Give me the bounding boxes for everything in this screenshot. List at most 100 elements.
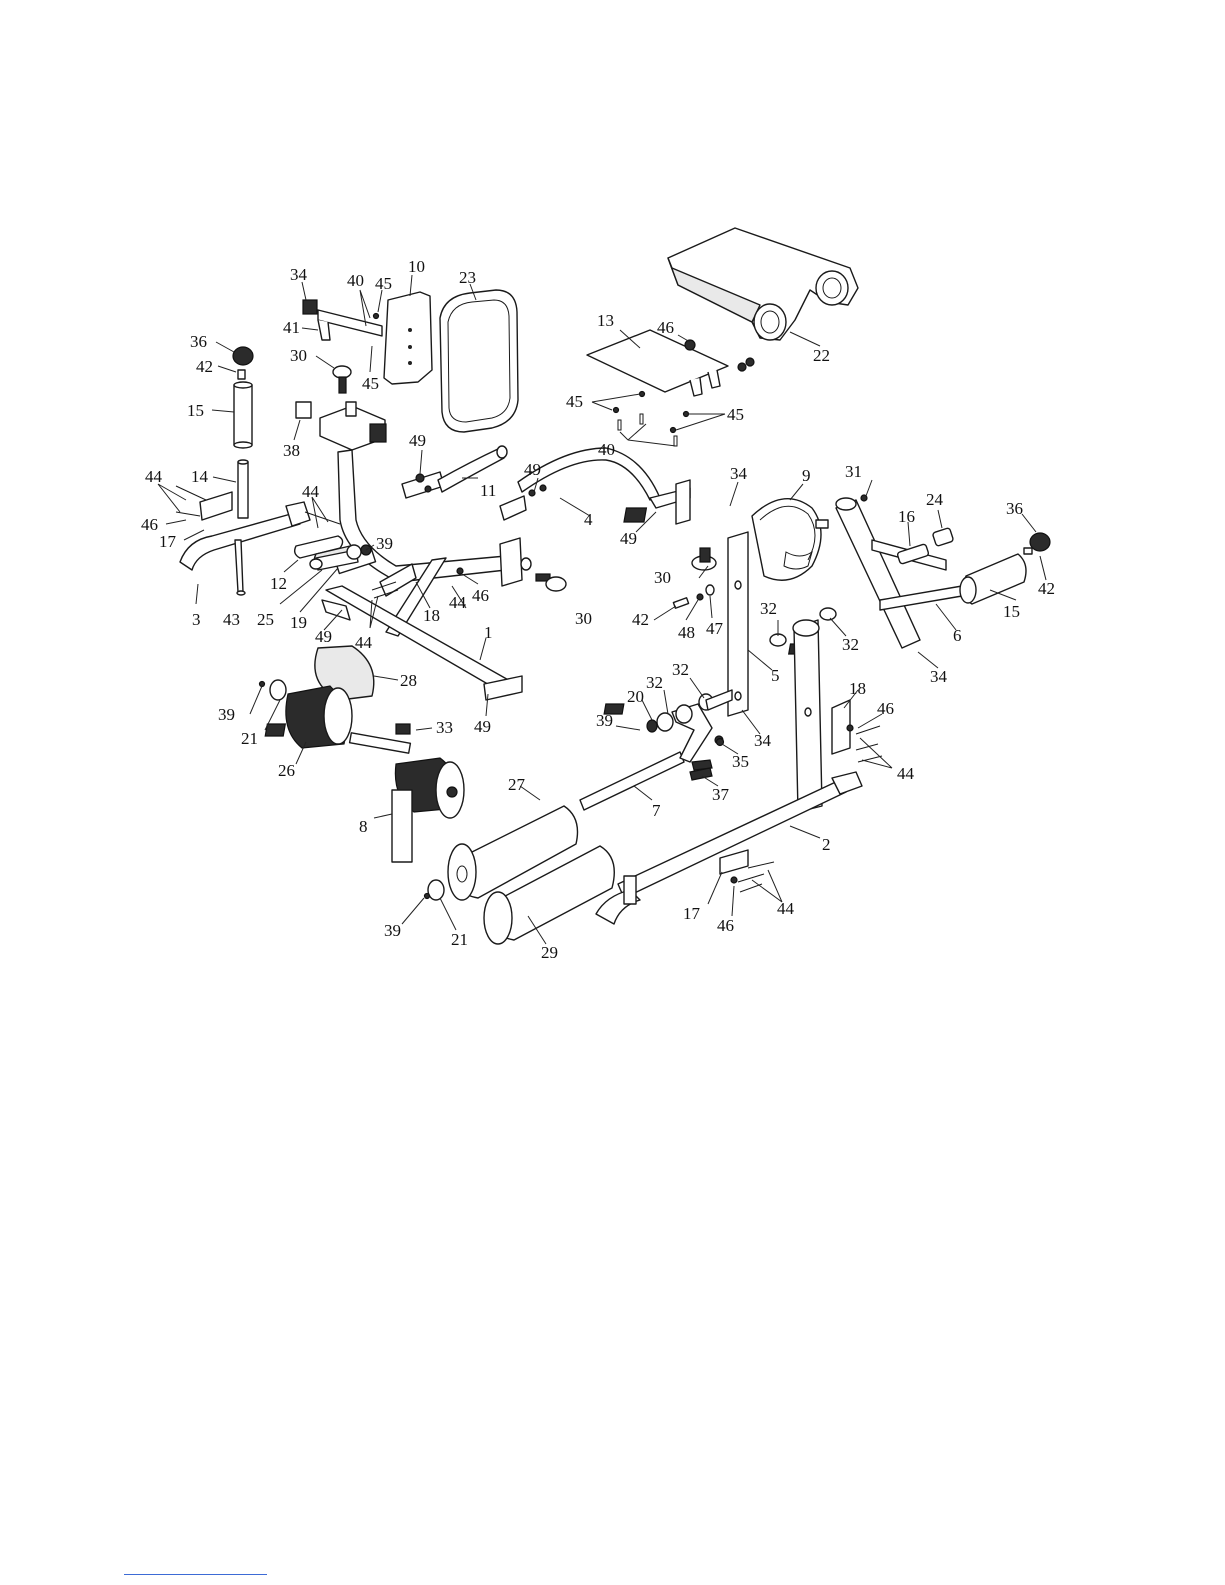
part-seat-bracket: [318, 310, 382, 340]
callout-29: 29: [541, 943, 558, 962]
callout-34: 34: [930, 667, 948, 686]
callout-45: 45: [566, 392, 583, 411]
callout-48: 48: [678, 623, 695, 642]
part-plug: [690, 768, 712, 780]
callout-39: 39: [218, 705, 235, 724]
callout-31: 31: [845, 462, 862, 481]
callout-27: 27: [508, 775, 526, 794]
callout-32: 32: [842, 635, 859, 654]
callout-45: 45: [375, 274, 392, 293]
callout-7: 7: [652, 801, 661, 820]
callout-44: 44: [449, 593, 467, 612]
callout-28: 28: [400, 671, 417, 690]
callout-15: 15: [1003, 602, 1020, 621]
callout-17: 17: [683, 904, 701, 923]
part-pop-pin: [333, 366, 351, 393]
part-leg-pad: [668, 228, 858, 340]
callout-3: 3: [192, 610, 201, 629]
callout-47: 47: [706, 619, 724, 638]
callout-34: 34: [290, 265, 308, 284]
callout-44: 44: [145, 467, 163, 486]
callout-15: 15: [187, 401, 204, 420]
callout-36: 36: [190, 332, 207, 351]
callout-30: 30: [654, 568, 671, 587]
callout-46: 46: [141, 515, 158, 534]
callout-36: 36: [1006, 499, 1023, 518]
callout-18: 18: [423, 606, 440, 625]
part-plate: [587, 330, 754, 396]
callout-42: 42: [632, 610, 649, 629]
callout-13: 13: [597, 311, 614, 330]
callout-4: 4: [584, 510, 593, 529]
callout-45: 45: [362, 374, 379, 393]
part-end-cap: [303, 300, 317, 314]
callout-49: 49: [524, 460, 541, 479]
callout-49: 49: [620, 529, 637, 548]
callout-32: 32: [646, 673, 663, 692]
callout-44: 44: [302, 482, 320, 501]
callout-45: 45: [727, 405, 744, 424]
callout-39: 39: [384, 921, 401, 940]
callout-22: 22: [813, 346, 830, 365]
callout-30: 30: [290, 346, 307, 365]
callout-5: 5: [771, 666, 780, 685]
part-backrest-pad: [384, 290, 518, 432]
callout-18: 18: [849, 679, 866, 698]
callout-21: 21: [451, 930, 468, 949]
callout-17: 17: [159, 532, 177, 551]
callout-46: 46: [657, 318, 674, 337]
callout-44: 44: [355, 633, 373, 652]
footnote-rule: [124, 1574, 267, 1575]
callout-26: 26: [278, 761, 295, 780]
part-small-cap: [396, 724, 410, 734]
callout-30: 30: [575, 609, 592, 628]
callout-1: 1: [484, 623, 493, 642]
callout-2: 2: [822, 835, 831, 854]
callout-42: 42: [196, 357, 213, 376]
callout-9: 9: [802, 466, 811, 485]
callout-49: 49: [315, 627, 332, 646]
callout-32: 32: [760, 599, 777, 618]
callout-33: 33: [436, 718, 453, 737]
callout-42: 42: [1038, 579, 1055, 598]
callout-32: 32: [672, 660, 689, 679]
callout-16: 16: [898, 507, 915, 526]
callout-44: 44: [777, 899, 795, 918]
callout-38: 38: [283, 441, 300, 460]
callout-34: 34: [730, 464, 748, 483]
part-right-arm-assembly: [789, 495, 1050, 654]
callout-14: 14: [191, 467, 209, 486]
callout-35: 35: [732, 752, 749, 771]
callout-46: 46: [472, 586, 489, 605]
callout-40: 40: [347, 271, 364, 290]
callout-39: 39: [596, 711, 613, 730]
callout-10: 10: [408, 257, 425, 276]
callout-20: 20: [627, 687, 644, 706]
callout-8: 8: [359, 817, 368, 836]
callout-39: 39: [376, 534, 393, 553]
callout-37: 37: [712, 785, 730, 804]
part-rollers-lower: [448, 806, 614, 944]
callout-44: 44: [897, 764, 915, 783]
part-drawings: [176, 228, 1050, 944]
callout-24: 24: [926, 490, 944, 509]
callout-6: 6: [953, 626, 962, 645]
callout-34: 34: [754, 731, 772, 750]
callout-46: 46: [717, 916, 734, 935]
callout-43: 43: [223, 610, 240, 629]
callout-19: 19: [290, 613, 307, 632]
callout-25: 25: [257, 610, 274, 629]
callout-46: 46: [877, 699, 894, 718]
part-weight-horn-left: [233, 347, 253, 518]
callout-23: 23: [459, 268, 476, 287]
callout-41: 41: [283, 318, 300, 337]
callout-49: 49: [474, 717, 491, 736]
part-pop-pin-2: [536, 574, 566, 591]
part-adjust-post: [604, 499, 828, 716]
callout-40: 40: [598, 440, 615, 459]
leader-lines: [158, 275, 1046, 944]
callout-21: 21: [241, 729, 258, 748]
callout-12: 12: [270, 574, 287, 593]
callout-49: 49: [409, 431, 426, 450]
